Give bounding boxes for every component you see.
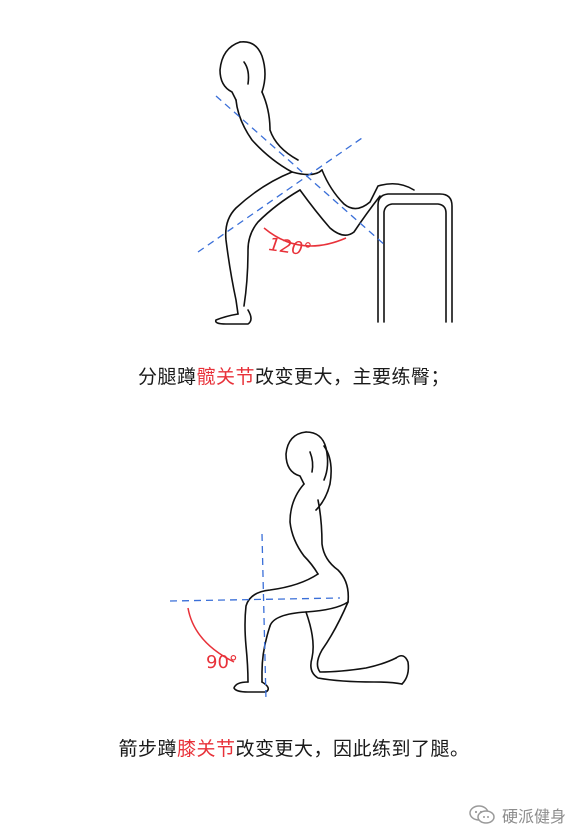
caption-lunge-prefix: 箭步蹲 [118,738,177,760]
split-squat-illustration: 120° [0,0,588,340]
angle-label-120: 120° [267,234,313,261]
wechat-chat-icon [468,804,496,826]
bench [378,194,452,322]
rear-leg [322,170,414,209]
caption-lunge-suffix: 改变更大，因此练到了腿。 [236,738,470,760]
angle-label-90: 90° [206,652,238,673]
head [220,42,240,100]
guide-line-horizontal [170,598,340,601]
front-foot [216,310,251,324]
caption-lunge: 箭步蹲膝关节改变更大，因此练到了腿。 [0,734,588,761]
watermark: 硬派健身 [468,803,566,827]
watermark-text: 硬派健身 [502,803,566,827]
rear-leg [317,602,396,672]
head [286,432,306,484]
torso [290,484,318,574]
caption-split-squat-prefix: 分腿蹲 [138,366,197,388]
caption-split-squat-suffix: 改变更大，主要练臀； [255,366,450,388]
lunge-illustration: 90° [0,410,588,710]
front-thigh [245,574,318,682]
torso [236,100,322,175]
caption-split-squat-highlight: 髋关节 [196,366,255,388]
caption-split-squat: 分腿蹲髋关节改变更大，主要练臀； [0,362,588,389]
guide-line-torso [216,96,386,246]
caption-lunge-highlight: 膝关节 [177,738,236,760]
rear-foot [396,656,408,684]
front-foot [234,682,268,692]
